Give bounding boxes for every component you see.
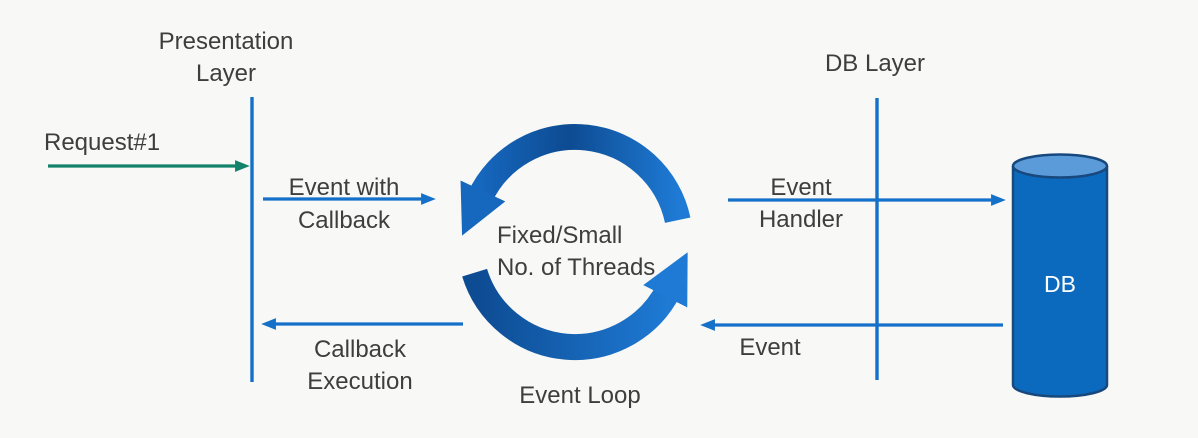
event-return-label: Event <box>739 334 801 361</box>
event-with-callback-label-line2: Callback <box>297 207 391 234</box>
presentation-layer-label-line1: Presentation <box>158 28 294 55</box>
db-cylinder-top <box>1011 153 1109 179</box>
loop-threads-label-line1: Fixed/Small <box>497 222 623 249</box>
db-cylinder-body <box>1011 166 1109 398</box>
loop-threads-label: Fixed/Small No. of Threads <box>497 220 655 284</box>
db-cylinder-icon <box>1011 153 1109 398</box>
event-loop-cycle-icon <box>460 123 691 361</box>
callback-execution-label-line1: Callback <box>313 336 407 363</box>
presentation-layer-label-line2: Layer <box>195 60 257 87</box>
callback-execution-label-line2: Execution <box>307 368 413 395</box>
request-label: Request#1 <box>44 129 161 156</box>
db-label: DB <box>1044 271 1076 297</box>
event-handler-label-line1: Event <box>770 174 832 201</box>
callback-execution-label: Callback Execution <box>280 334 440 398</box>
loop-threads-label-line2: No. of Threads <box>497 254 656 281</box>
event-loop-arc-top <box>460 123 691 236</box>
presentation-layer-label: Presentation Layer <box>136 26 316 90</box>
event-handler-label-line2: Handler <box>758 206 844 233</box>
event-loop-label: Event Loop <box>519 382 641 409</box>
event-with-callback-label-line1: Event with <box>288 174 400 201</box>
event-loop-arc-bottom <box>462 252 688 361</box>
db-layer-label: DB Layer <box>824 50 926 77</box>
